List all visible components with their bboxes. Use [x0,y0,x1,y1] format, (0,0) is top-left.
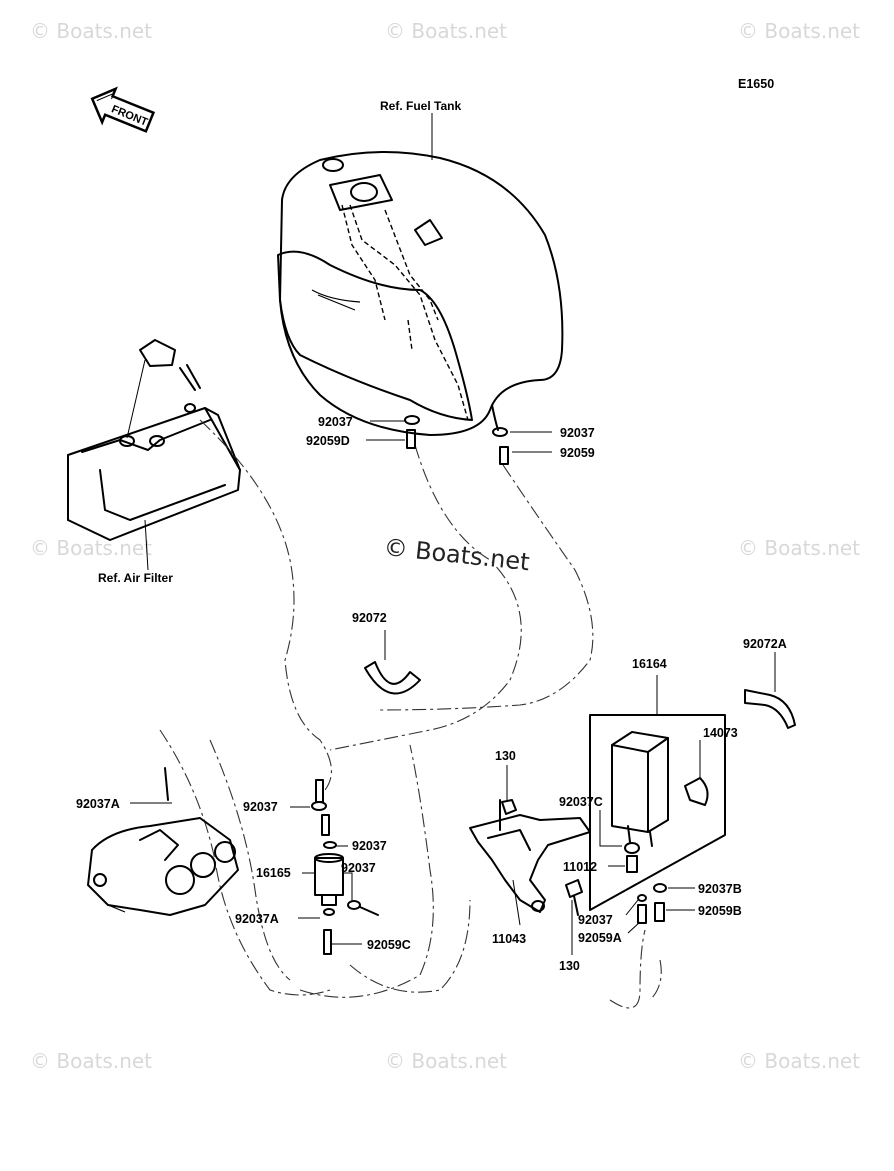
watermark: © Boats.net [30,1049,152,1073]
air-filter [67,339,241,571]
part-label-92059C: 92059C [367,938,411,952]
fuel-tank [277,113,564,436]
part-label-11043: 11043 [492,932,526,946]
watermark: © Boats.net [738,19,860,43]
part-label-16165: 16165 [256,866,291,880]
part-label-92037: 92037 [243,800,278,814]
watermark: © Boats.net [738,536,860,560]
tank-left-fittings [366,415,420,449]
part-label-130: 130 [559,959,580,973]
part-label-14073: 14073 [703,726,738,740]
part-label-92037B: 92037B [698,882,742,896]
diagram-code: E1650 [738,77,774,91]
fuel-pump-16165 [290,779,379,955]
canister-clamp-14073 [684,740,709,806]
leader-line [599,810,622,847]
bracket-11043 [469,799,591,926]
fitting-11012 [608,855,638,873]
part-label-92037: 92037 [318,415,353,429]
part-label-92037C: 92037C [559,795,603,809]
part-label-92037: 92037 [341,861,376,875]
part-label-16164: 16164 [632,657,667,671]
part-label-92059D: 92059D [306,434,350,448]
ref-air-filter-label: Ref. Air Filter [98,571,173,585]
part-label-11012: 11012 [563,860,597,874]
watermark: © Boats.net [30,536,152,560]
part-label-92037: 92037 [560,426,595,440]
charcoal-canister [611,731,669,854]
part-label-92059B: 92059B [698,904,742,918]
hose-clamp-92072 [364,630,421,695]
fittings-92037-92059a [625,894,647,934]
watermark: © Boats.net [738,1049,860,1073]
canister-assembly-box [589,675,726,911]
part-label-92037: 92037 [352,839,387,853]
part-label-92059A: 92059A [578,931,622,945]
bolt-130-bottom [565,879,583,955]
part-label-92037A: 92037A [235,912,279,926]
fittings-92037b-92059b [653,883,695,922]
part-label-130: 130 [495,749,516,763]
watermark: © Boats.net [30,19,152,43]
part-label-92037A: 92037A [76,797,120,811]
watermark: © Boats.net [385,19,507,43]
part-label-92072A: 92072A [743,637,787,651]
center-watermark: © Boats.net [382,533,531,576]
hose-lines [159,419,662,1009]
ref-fuel-tank-label: Ref. Fuel Tank [380,99,461,113]
watermark: © Boats.net [385,1049,507,1073]
bolt-130-top [501,765,517,815]
front-arrow-icon: FRONT [90,86,156,133]
part-label-92059: 92059 [560,446,595,460]
part-label-92037: 92037 [578,913,613,927]
intake-manifold [87,767,239,916]
tank-right-fittings [492,427,552,465]
hose-clamp-92072a [744,652,796,729]
part-label-92072: 92072 [352,611,387,625]
watermark-group: © Boats.net © Boats.net © Boats.net © Bo… [30,19,860,1073]
